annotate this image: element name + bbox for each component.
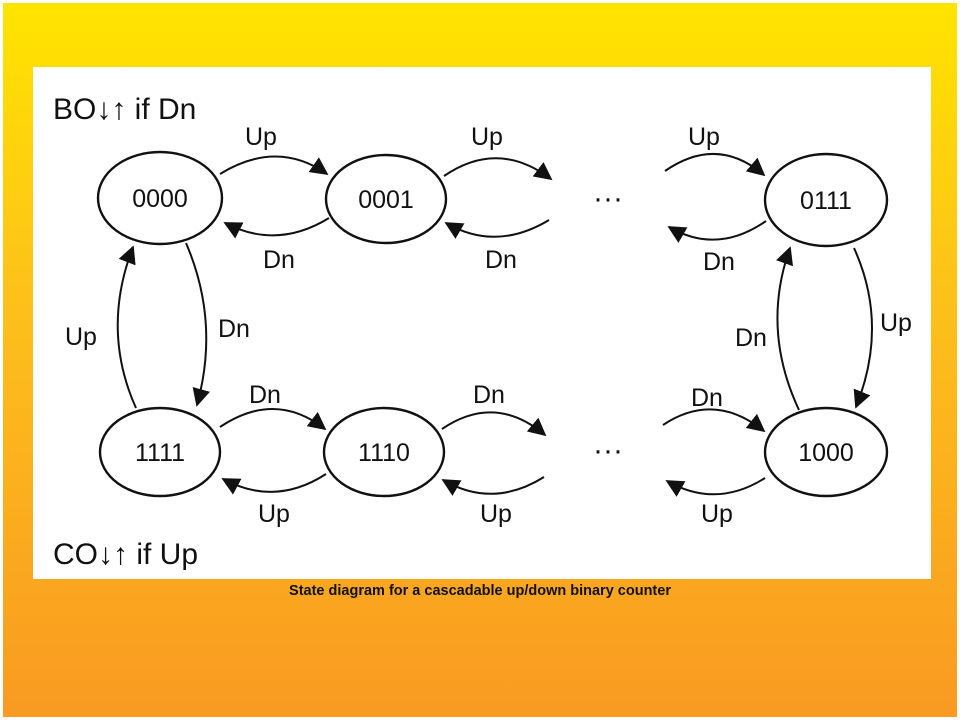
arrow-1000-to-0111-dn <box>776 246 800 411</box>
figure-caption: State diagram for a cascadable up/down b… <box>289 583 671 599</box>
label-up-0000-0001: Up <box>245 123 277 151</box>
state-0000-label: 0000 <box>132 185 188 213</box>
arrow-prev-to-0111-up <box>664 152 766 177</box>
state-1110-label: 1110 <box>358 439 410 467</box>
borrow-out-label: BO↓↑ if Dn <box>53 93 196 126</box>
label-dn-0000-1111: Dn <box>218 315 250 343</box>
arrow-prev-to-1000-dn <box>662 408 766 433</box>
arrow-1110-to-1111-up <box>221 473 327 495</box>
state-1111-label: 1111 <box>135 439 185 467</box>
ellipsis-top: ··· <box>593 182 623 215</box>
arrow-1110-next-dn <box>441 411 547 437</box>
arrow-next-to-0001-dn <box>444 219 550 239</box>
label-dn-1000-0111: Dn <box>735 324 767 352</box>
arrow-0000-to-1111-dn <box>185 242 210 407</box>
label-up-next-1110: Up <box>480 500 512 528</box>
state-1110: 1110 <box>322 406 446 498</box>
diagram-panel: BO↓↑ if Dn CO↓↑ if Up 0000 0001 0111 111… <box>33 67 931 579</box>
state-0001-label: 0001 <box>358 186 414 214</box>
label-dn-next-0001: Dn <box>485 246 517 274</box>
label-dn-1110-next: Dn <box>473 381 505 409</box>
arrow-0000-to-0001-up <box>219 155 329 176</box>
arrow-0001-next-up <box>443 157 553 181</box>
arrow-1111-to-1110-dn <box>219 408 327 431</box>
state-0001: 0001 <box>324 153 448 245</box>
label-dn-0001-0000: Dn <box>263 246 295 274</box>
state-0111-label: 0111 <box>800 187 852 215</box>
arrow-1000-prev-up <box>665 477 766 497</box>
label-up-1000-prev: Up <box>701 500 733 528</box>
arrow-0111-prev-dn <box>667 220 767 243</box>
slide-background: BO↓↑ if Dn CO↓↑ if Up 0000 0001 0111 111… <box>3 3 957 717</box>
carry-out-label: CO↓↑ if Up <box>53 538 198 571</box>
state-diagram: BO↓↑ if Dn CO↓↑ if Up 0000 0001 0111 111… <box>53 93 912 571</box>
state-1000-label: 1000 <box>798 439 854 467</box>
label-up-prev-0111: Up <box>688 123 720 151</box>
state-1111: 1111 <box>98 406 222 498</box>
arrow-0111-to-1000-up <box>853 247 873 409</box>
arrow-next-to-1110-up <box>441 476 545 496</box>
label-up-1110-1111: Up <box>258 500 290 528</box>
label-up-0001-next: Up <box>471 123 503 151</box>
state-0111: 0111 <box>763 152 889 248</box>
arrow-0001-to-0000-dn <box>223 217 330 239</box>
label-up-1111-0000: Up <box>65 323 97 351</box>
label-dn-1111-1110: Dn <box>249 381 281 409</box>
arrow-1111-to-0000-up <box>116 245 137 409</box>
label-dn-0111-prev: Dn <box>703 248 735 276</box>
state-1000: 1000 <box>763 406 889 498</box>
state-0000: 0000 <box>96 150 224 246</box>
label-up-0111-1000: Up <box>880 309 912 337</box>
ellipsis-bottom: ··· <box>593 434 623 467</box>
label-dn-prev-1000: Dn <box>691 384 723 412</box>
